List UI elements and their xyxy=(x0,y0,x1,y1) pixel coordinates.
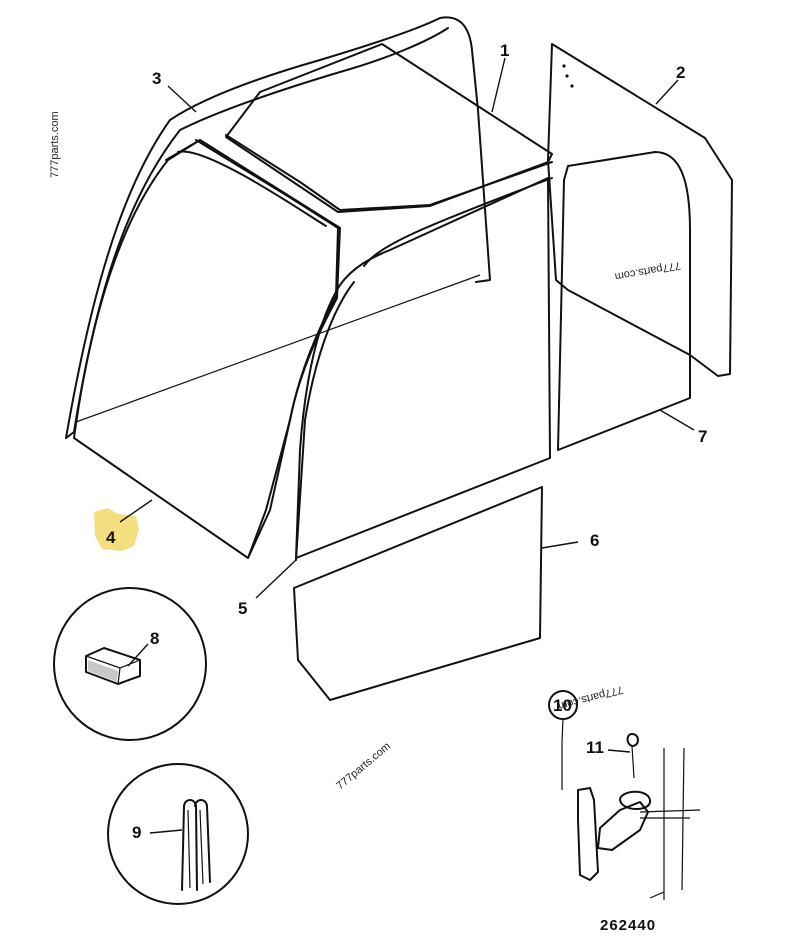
cab-frame xyxy=(65,16,553,561)
document-number: 262440 xyxy=(600,917,656,934)
callout-6: 6 xyxy=(590,531,599,550)
callout-11: 11 xyxy=(586,738,604,757)
callout-4: 4 xyxy=(106,528,116,547)
watermark: 777parts.com xyxy=(614,259,682,282)
front-glass xyxy=(295,177,551,559)
callout-2: 2 xyxy=(676,63,685,82)
callout-3: 3 xyxy=(152,69,161,88)
callout-9: 9 xyxy=(132,823,141,842)
detail-circle-9 xyxy=(107,763,249,905)
right-side-glass xyxy=(547,43,733,377)
roof-glass xyxy=(225,43,553,213)
rear-side-glass xyxy=(557,151,691,451)
lower-front-glass xyxy=(293,486,543,701)
latch-assembly xyxy=(548,690,701,900)
watermark: 777parts.com xyxy=(49,111,61,178)
watermark: 777parts.com xyxy=(334,740,393,792)
callout-7: 7 xyxy=(698,427,707,446)
callout-4-highlight xyxy=(94,508,139,551)
leader-lines xyxy=(119,57,695,834)
callout-1: 1 xyxy=(500,41,509,60)
callout-5: 5 xyxy=(238,599,247,618)
callout-10: 10 xyxy=(553,696,572,715)
callout-8: 8 xyxy=(150,629,159,648)
detail-circle-8 xyxy=(53,587,207,741)
